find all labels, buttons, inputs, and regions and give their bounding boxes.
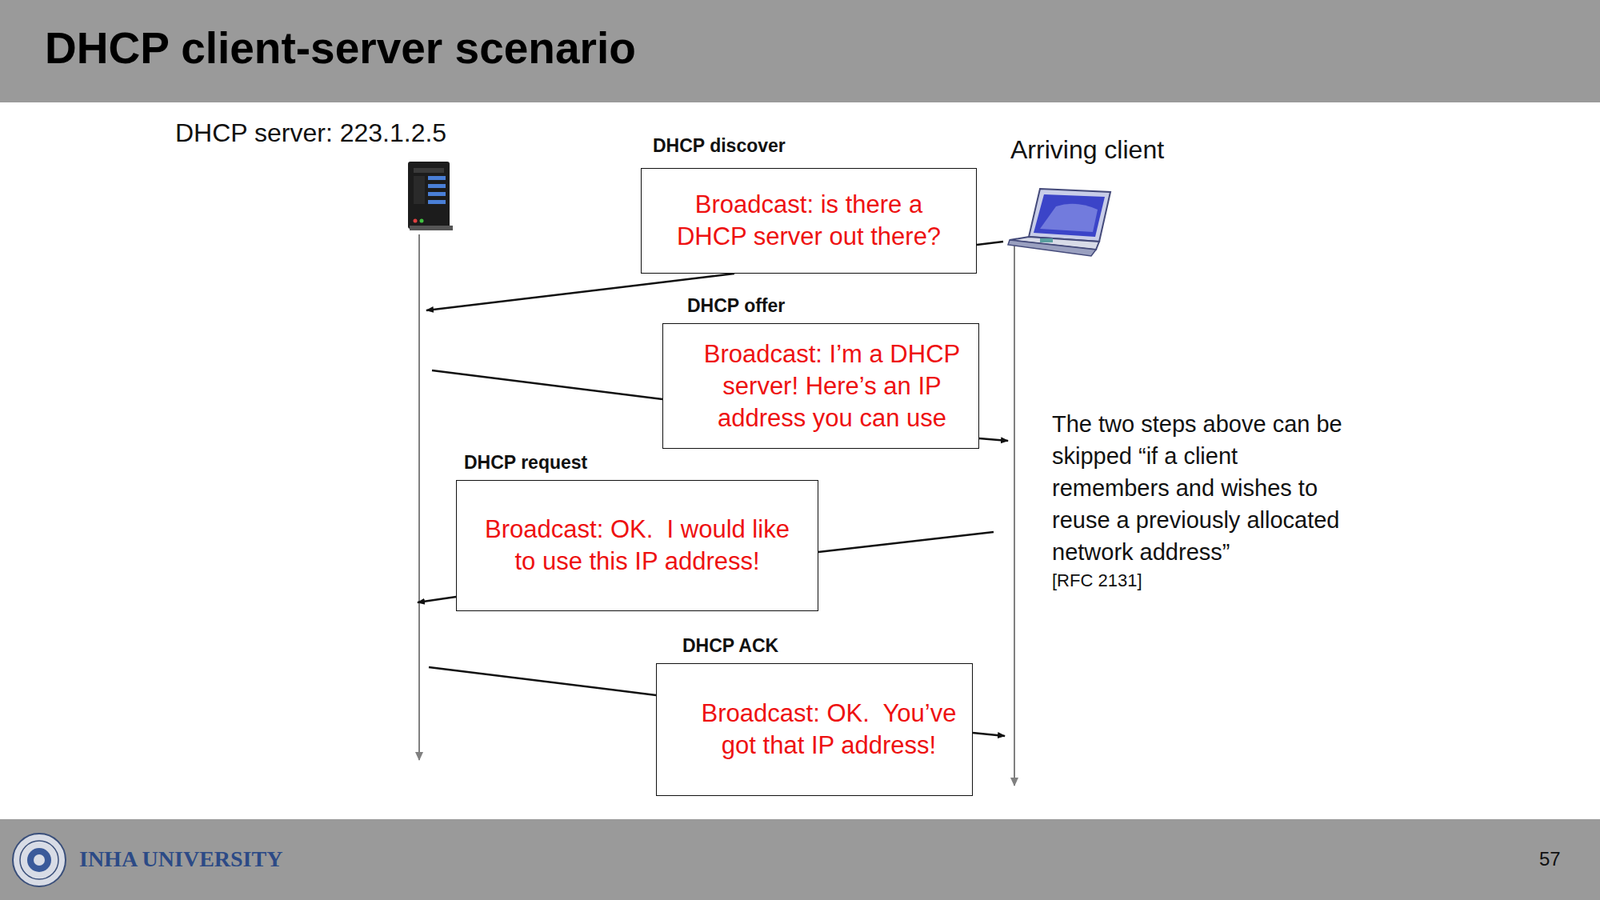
slide-title: DHCP client-server scenario	[44, 22, 636, 74]
message-lines	[417, 241, 1008, 736]
side-note: The two steps above can be skipped “if a…	[1052, 408, 1347, 568]
server-icon	[408, 161, 453, 231]
client-label: Arriving client	[1010, 135, 1251, 165]
university-seal	[12, 833, 66, 887]
message-name: DHCP discover	[652, 135, 786, 157]
message-name: DHCP request	[464, 452, 588, 474]
message-name: DHCP offer	[687, 295, 785, 317]
message-box: DHCP ACKBroadcast: OK. You’ve got that I…	[656, 663, 973, 796]
message-text: Broadcast: I’m a DHCP server! Here’s an …	[700, 338, 964, 435]
reference-note: [RFC 2131]	[1052, 570, 1212, 592]
client-lifeline	[1013, 244, 1016, 786]
page-number: 57	[1539, 848, 1588, 871]
message-box: DHCP discoverBroadcast: is there a DHCP …	[640, 168, 977, 274]
title-band	[0, 0, 1600, 103]
server-label: DHCP server: 223.1.2.5	[175, 118, 512, 148]
message-box: DHCP offerBroadcast: I’m a DHCP server! …	[662, 323, 980, 449]
message-text: Broadcast: OK. I would like to use this …	[481, 513, 794, 578]
message-name: DHCP ACK	[682, 635, 779, 657]
server-lifeline	[418, 234, 420, 760]
message-text: Broadcast: OK. You’ve got that IP addres…	[692, 697, 965, 762]
footer-band	[0, 819, 1600, 900]
message-box: DHCP requestBroadcast: OK. I would like …	[456, 480, 819, 612]
university-name: INHA UNIVERSITY	[79, 846, 336, 872]
laptop-icon	[1008, 188, 1111, 256]
message-text: Broadcast: is there a DHCP server out th…	[656, 188, 961, 253]
